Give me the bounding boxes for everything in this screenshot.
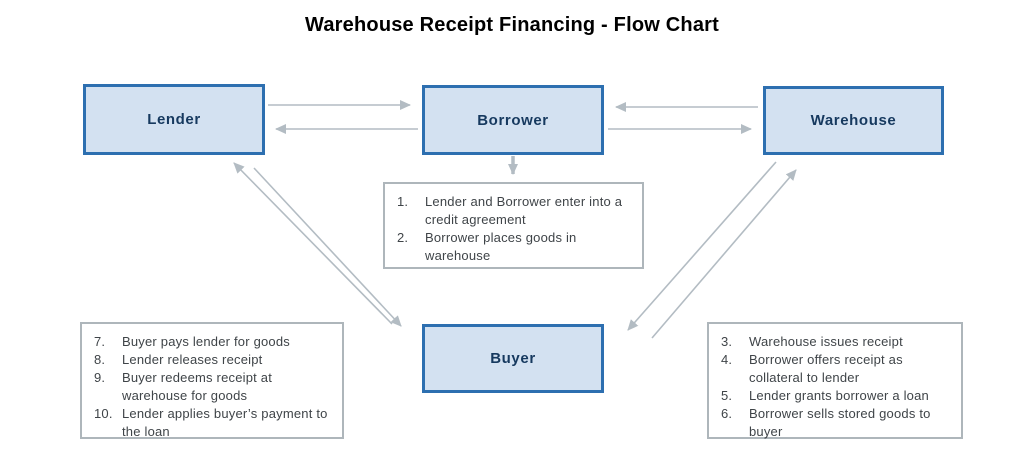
- arrow-lender-to-buyer: [253, 167, 402, 327]
- note-item-text: Borrower offers receipt as collateral to…: [749, 351, 903, 385]
- note-item: 1. Lender and Borrower enter into a cred…: [397, 193, 632, 229]
- note-item-number: 3.: [721, 334, 733, 349]
- arrow-buyer-to-warehouse: [651, 169, 797, 339]
- note-item-number: 8.: [94, 351, 106, 367]
- note-item: 8. Lender releases receipt: [94, 351, 332, 369]
- note-item-text: Lender grants borrower a loan: [749, 387, 929, 403]
- note-item-text: Lender applies buyer’s payment to the lo…: [122, 405, 328, 439]
- note-item-number: 9.: [94, 369, 106, 385]
- node-warehouse: Warehouse: [763, 86, 944, 155]
- arrow-warehouse-to-buyer: [627, 161, 777, 331]
- node-borrower-label: Borrower: [477, 111, 549, 129]
- note-item-text: Lender and Borrower enter into a credit …: [425, 194, 623, 227]
- node-buyer-label: Buyer: [490, 350, 536, 367]
- note-item-text: Buyer redeems receipt at warehouse for g…: [122, 369, 273, 403]
- note-item-number: 5.: [721, 387, 733, 403]
- note-item: 7. Buyer pays lender for goods: [94, 333, 332, 351]
- note-item: 3. Warehouse issues receipt: [721, 333, 951, 351]
- note-item: 9. Buyer redeems receipt at warehouse fo…: [94, 369, 332, 405]
- note-item-text: Buyer pays lender for goods: [122, 334, 290, 349]
- note-item: 6. Borrower sells stored goods to buyer: [721, 405, 951, 441]
- note-item-number: 6.: [721, 405, 733, 421]
- note-item: 2. Borrower places goods in warehouse: [397, 229, 632, 265]
- note-item-number: 4.: [721, 351, 733, 367]
- note-item-text: Lender releases receipt: [122, 351, 263, 367]
- note-item: 10. Lender applies buyer’s payment to th…: [94, 405, 332, 441]
- note-item: 5. Lender grants borrower a loan: [721, 387, 951, 405]
- note-receipt-loan-steps: 3. Warehouse issues receipt 4. Borrower …: [707, 322, 963, 439]
- node-lender-label: Lender: [147, 111, 201, 128]
- node-buyer: Buyer: [422, 324, 604, 393]
- note-item-number: 2.: [397, 229, 409, 245]
- note-buyer-payment-steps: 7. Buyer pays lender for goods 8. Lender…: [80, 322, 344, 439]
- arrow-buyer-to-lender: [233, 162, 393, 325]
- page-title: Warehouse Receipt Financing - Flow Chart: [305, 14, 719, 36]
- node-lender: Lender: [83, 84, 265, 155]
- node-warehouse-label: Warehouse: [810, 112, 897, 129]
- note-item-number: 7.: [94, 334, 106, 349]
- note-credit-agreement: 1. Lender and Borrower enter into a cred…: [383, 182, 644, 269]
- note-item-text: Warehouse issues receipt: [749, 334, 903, 349]
- note-item-number: 1.: [397, 194, 409, 209]
- note-item-number: 10.: [94, 405, 113, 421]
- node-borrower: Borrower: [422, 85, 604, 155]
- note-item-text: Borrower places goods in warehouse: [425, 229, 577, 263]
- note-item-text: Borrower sells stored goods to buyer: [749, 405, 931, 439]
- note-item: 4. Borrower offers receipt as collateral…: [721, 351, 951, 387]
